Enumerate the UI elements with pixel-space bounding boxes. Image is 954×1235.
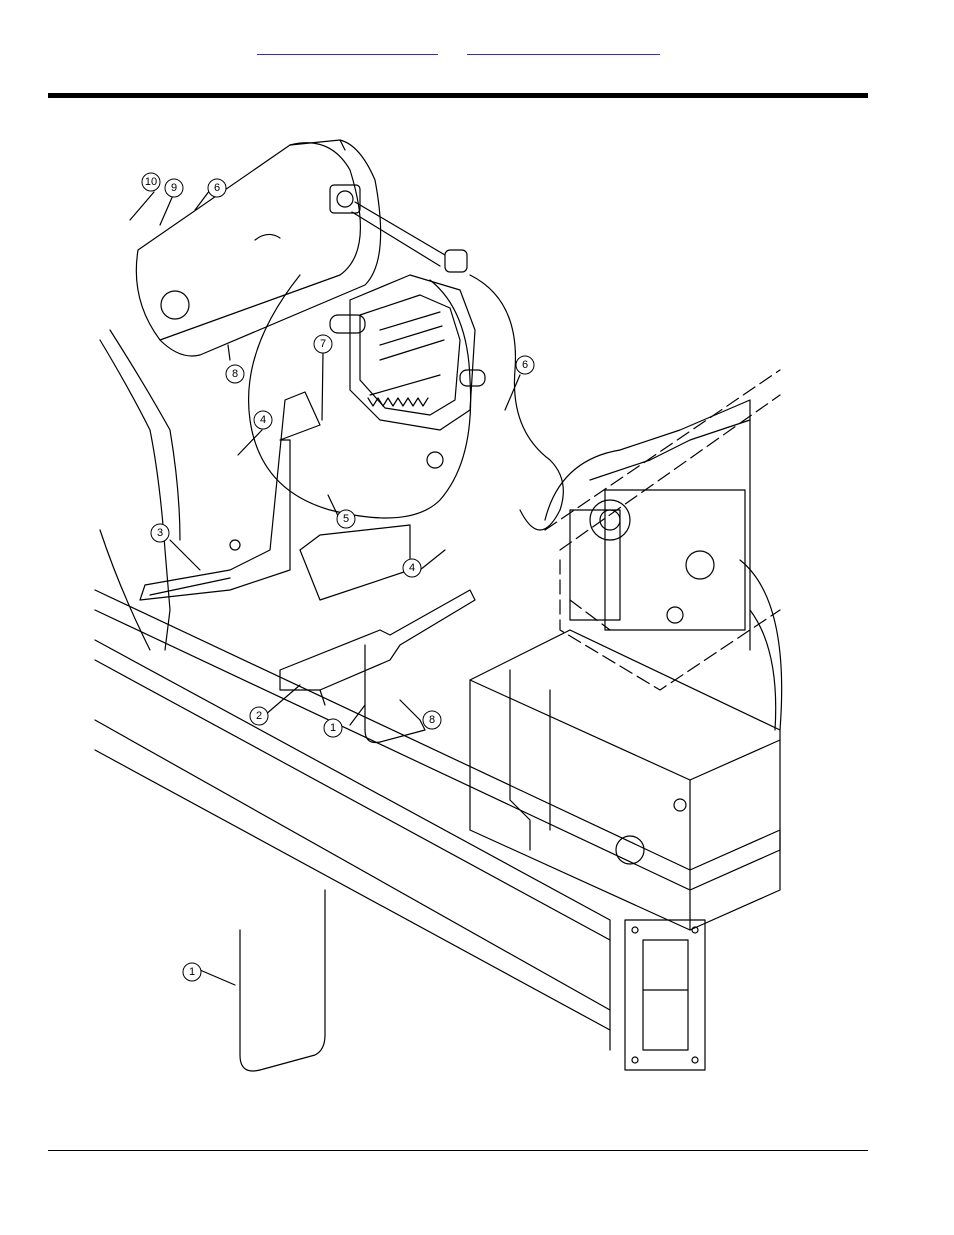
callout-labels: 10 9 6 8 7 6 4 5 3 4 2 1 8 1 xyxy=(142,173,534,981)
callout-7: 7 xyxy=(314,335,332,353)
callout-8-center: 8 xyxy=(423,711,441,729)
svg-text:9: 9 xyxy=(171,182,177,194)
svg-text:8: 8 xyxy=(429,714,435,726)
svg-text:3: 3 xyxy=(157,527,163,539)
svg-text:8: 8 xyxy=(232,368,238,380)
parts-exploded-diagram: 10 9 6 8 7 6 4 5 3 4 2 1 8 1 xyxy=(90,130,790,1090)
svg-text:2: 2 xyxy=(256,710,262,722)
callout-4-center: 4 xyxy=(403,559,421,577)
svg-text:10: 10 xyxy=(145,176,157,188)
callout-6-top: 6 xyxy=(208,179,226,197)
svg-text:5: 5 xyxy=(343,513,349,525)
svg-text:1: 1 xyxy=(330,722,336,734)
callout-1-center: 1 xyxy=(324,719,342,737)
callout-10: 10 xyxy=(142,173,160,191)
callout-6-right: 6 xyxy=(516,356,534,374)
svg-text:1: 1 xyxy=(189,966,195,978)
callout-8-top: 8 xyxy=(226,365,244,383)
callout-4-left: 4 xyxy=(254,411,272,429)
header-rule xyxy=(48,93,868,98)
callout-1-bottom: 1 xyxy=(183,963,201,981)
header-link-1[interactable] xyxy=(257,38,438,55)
svg-text:7: 7 xyxy=(320,338,326,350)
callout-9: 9 xyxy=(165,179,183,197)
callout-5: 5 xyxy=(337,510,355,528)
svg-text:4: 4 xyxy=(409,562,415,574)
svg-text:4: 4 xyxy=(260,414,266,426)
diagram-linework xyxy=(95,140,782,1071)
callout-3: 3 xyxy=(151,524,169,542)
callout-2: 2 xyxy=(250,707,268,725)
svg-text:6: 6 xyxy=(522,359,528,371)
header-link-2[interactable] xyxy=(467,38,660,55)
footer-rule xyxy=(48,1150,868,1151)
svg-text:6: 6 xyxy=(214,182,220,194)
